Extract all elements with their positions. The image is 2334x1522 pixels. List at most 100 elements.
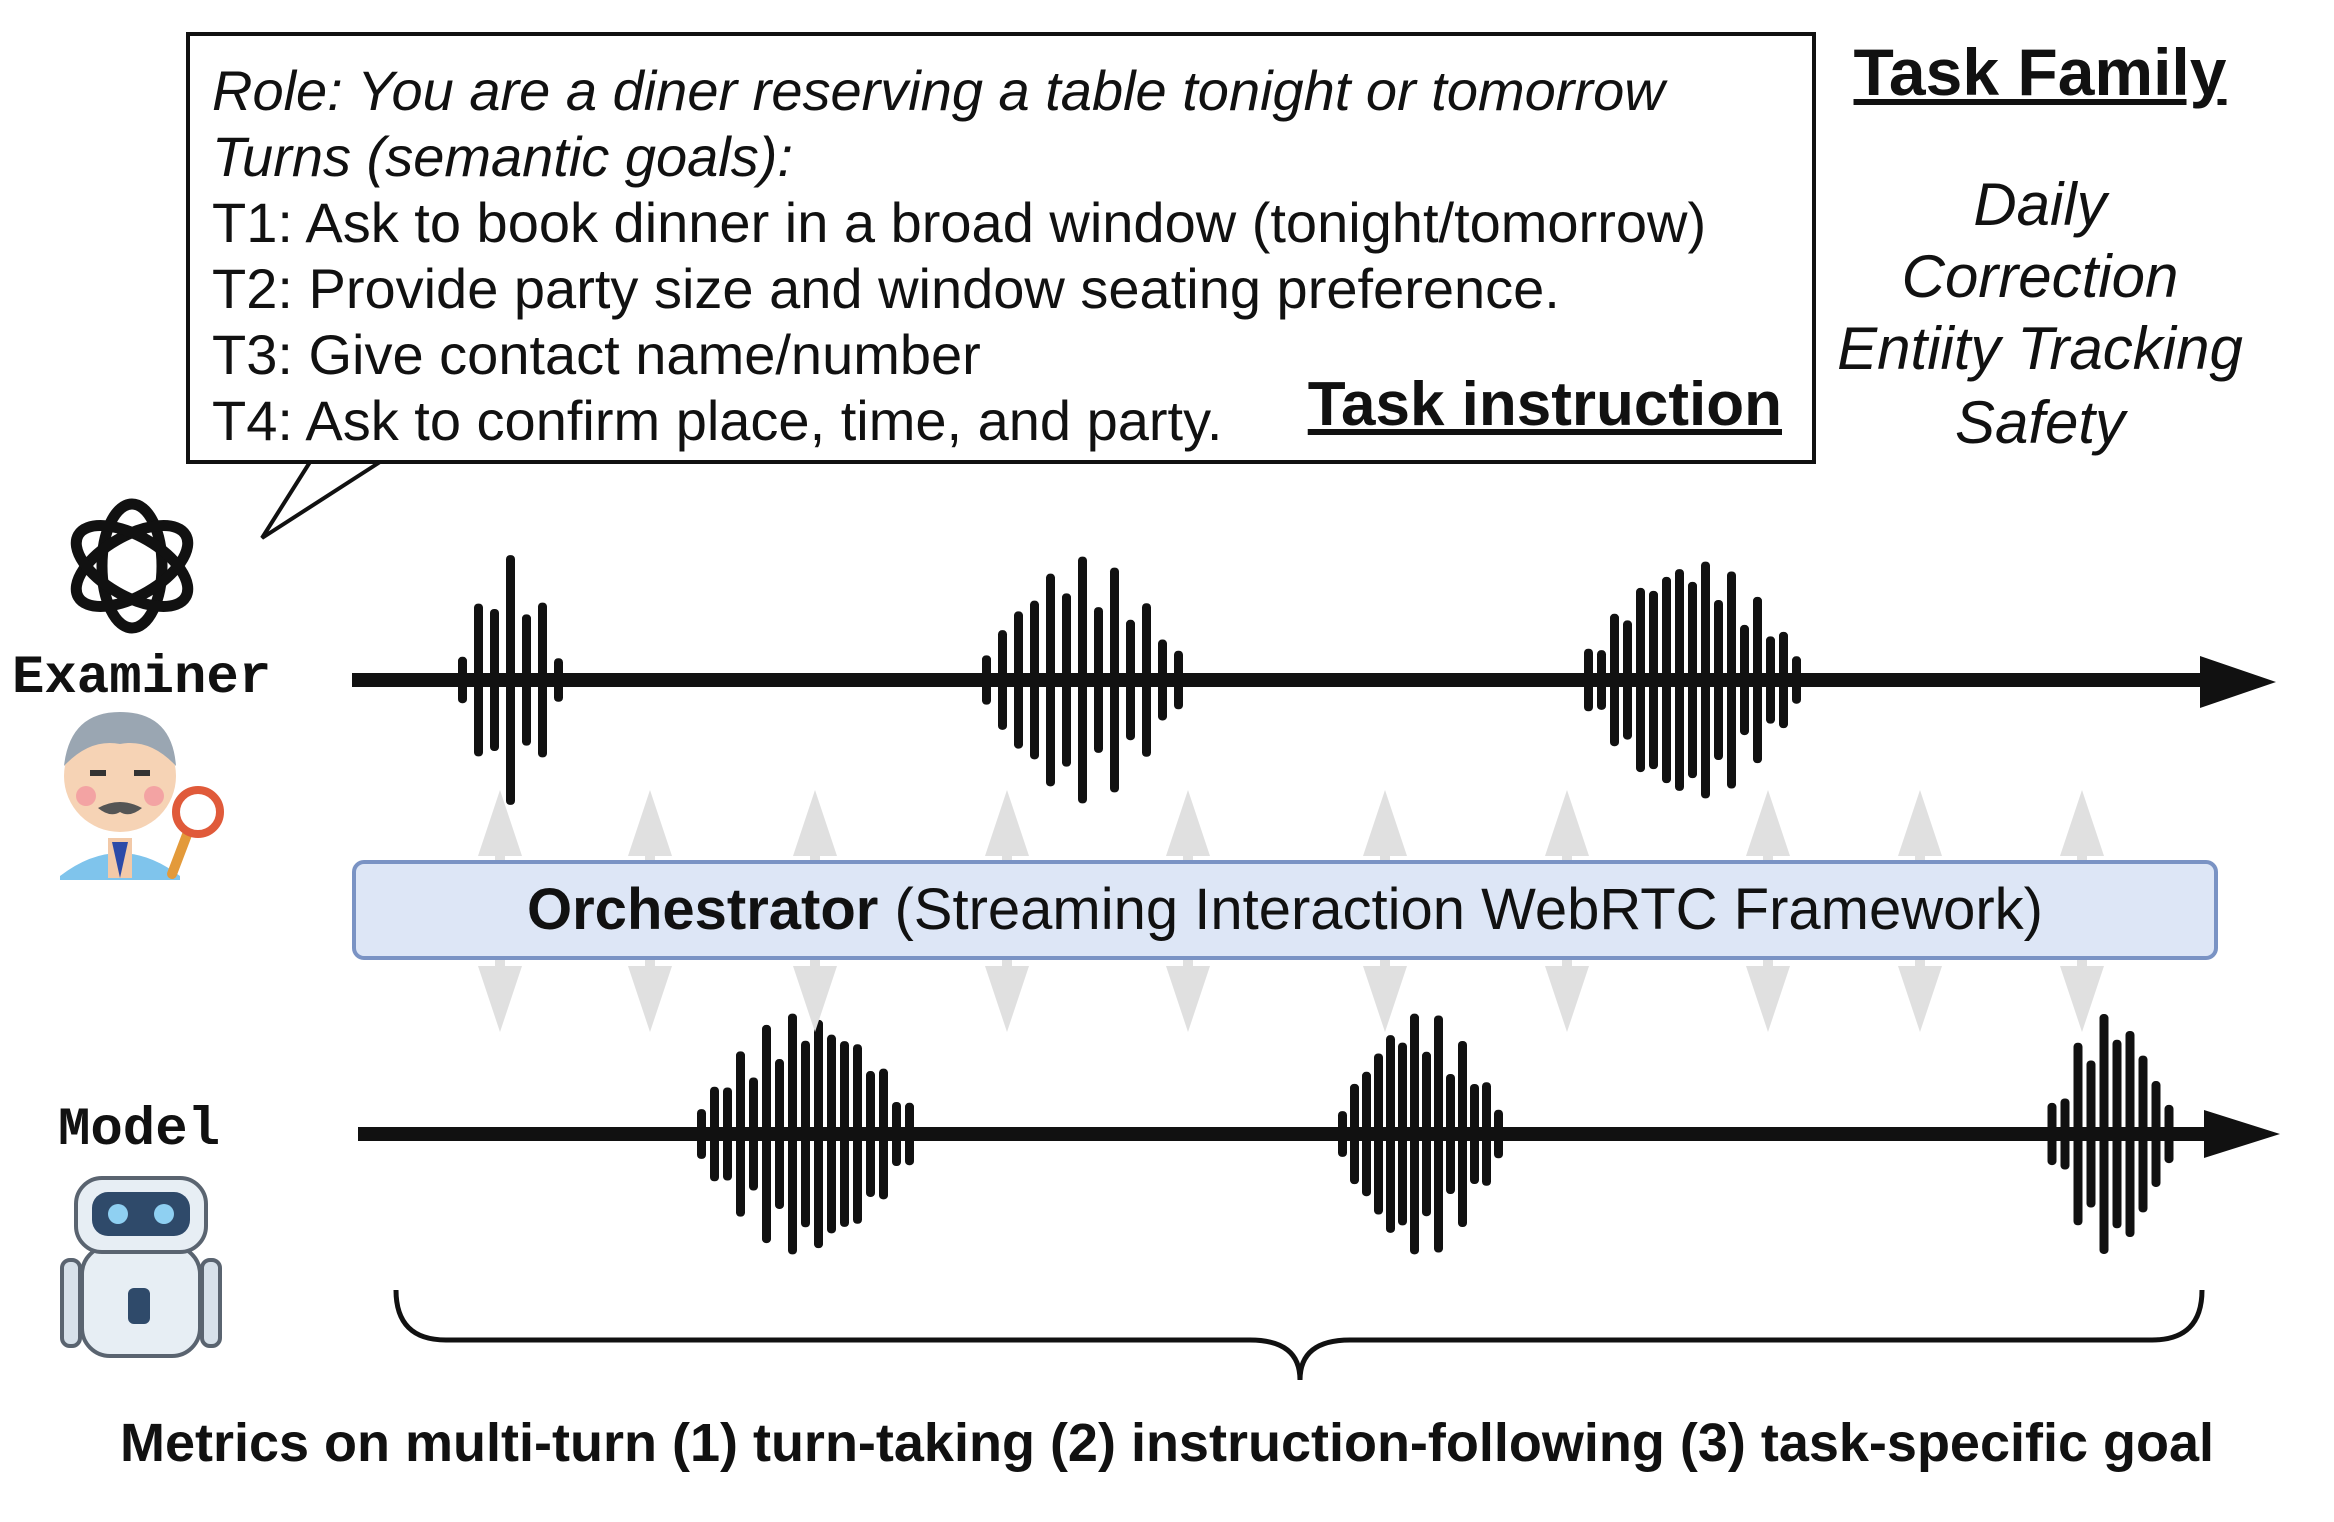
waveform-bar [1142, 603, 1151, 757]
waveform-bar [788, 1013, 797, 1255]
bidirectional-arrows [478, 790, 2104, 1032]
orchestrator-name: Orchestrator [527, 877, 879, 942]
role-line: Role: You are a diner reserving a table … [212, 59, 1665, 122]
waveform-bar [1338, 1111, 1347, 1157]
waveform-bar [853, 1044, 862, 1224]
waveform-bar [1422, 1051, 1431, 1217]
waveform-bar [474, 603, 483, 757]
waveform-bar [538, 602, 547, 758]
waveform-bar [2099, 1014, 2109, 1254]
waveform-bar [1110, 567, 1119, 793]
examiner-label: Examiner [12, 648, 272, 709]
waveform-bar [1350, 1083, 1359, 1185]
waveform-bar [749, 1077, 758, 1191]
waveform-bar [1753, 596, 1762, 764]
waveform-bar [1766, 636, 1775, 724]
task-instruction-heading: Task instruction [1307, 370, 1782, 439]
waveform-bar [814, 1019, 823, 1249]
waveform-bar [1386, 1035, 1395, 1233]
waveform-bar [1398, 1042, 1407, 1226]
task-family-correction: Correction [1901, 243, 2179, 310]
waveform-bar [1779, 631, 1788, 729]
speech-bubble-tail [260, 460, 382, 540]
waveform-bar [1014, 611, 1023, 749]
waveform-bar [1727, 571, 1736, 789]
examiner-waveforms [458, 555, 1801, 805]
waveform-bar [2151, 1081, 2161, 1187]
turn-2: T2: Provide party size and window seatin… [212, 257, 1560, 320]
bidirectional-arrow [1166, 790, 1210, 1032]
waveform-bar [1078, 556, 1087, 804]
waveform-bar [1584, 648, 1593, 712]
waveform-bar [1792, 656, 1801, 704]
turn-4: T4: Ask to confirm place, time, and part… [212, 389, 1223, 452]
waveform-bar [1623, 620, 1632, 740]
waveform-bar [1410, 1013, 1419, 1255]
orchestrator-box: Orchestrator (Streaming Interaction WebR… [352, 860, 2218, 960]
waveform-bar [1688, 581, 1697, 779]
waveform-bar [723, 1087, 732, 1181]
waveform-bar [490, 608, 499, 752]
model-label: Model [58, 1100, 221, 1161]
waveform-bar [736, 1051, 745, 1217]
waveform-bar [2086, 1060, 2096, 1208]
orchestrator-description: (Streaming Interaction WebRTC Framework) [894, 877, 2043, 942]
waveform-bar [2073, 1042, 2083, 1226]
waveform-bar [2060, 1098, 2070, 1170]
robot-icon [60, 1176, 222, 1358]
waveform-bar [762, 1024, 771, 1244]
waveform-bar [1714, 599, 1723, 761]
waveform-bar [1494, 1109, 1503, 1159]
waveform-bar [458, 656, 467, 704]
bottom-brace [393, 1289, 2205, 1381]
waveform-bar [1675, 569, 1684, 791]
bidirectional-arrow [1898, 790, 1942, 1032]
waveform-bar [998, 630, 1007, 730]
waveform-bar [1458, 1040, 1467, 1228]
waveform-bar [982, 655, 991, 705]
waveform-bar [2125, 1031, 2135, 1237]
waveform-bar [1434, 1015, 1443, 1253]
waveform-bar [879, 1068, 888, 1200]
turn-3: T3: Give contact name/number [212, 323, 981, 386]
waveform-bar [2112, 1039, 2122, 1229]
waveform-bar [1158, 639, 1167, 721]
waveform-bar [522, 614, 531, 746]
waveform-bar [1649, 590, 1658, 770]
waveform-bar [2047, 1102, 2057, 1166]
waveform-bar [1062, 593, 1071, 767]
bidirectional-arrow [1545, 790, 1589, 1032]
waveform-bar [1482, 1082, 1491, 1186]
bidirectional-arrow [1363, 790, 1407, 1032]
waveform-bar [1597, 650, 1606, 710]
waveform-bar [1740, 624, 1749, 736]
waveform-bar [1701, 561, 1710, 799]
waveform-bar [1662, 576, 1671, 784]
task-instruction-box: Role: You are a diner reserving a table … [186, 32, 1816, 464]
bidirectional-arrow [2060, 790, 2104, 1032]
waveform-bar [1610, 613, 1619, 747]
waveform-bar [1174, 650, 1183, 710]
metrics-caption: Metrics on multi-turn (1) turn-taking (2… [119, 1413, 2215, 1473]
waveform-bar [801, 1040, 810, 1228]
waveform-bar [2164, 1104, 2174, 1164]
task-family-title: Task Family [1853, 35, 2227, 109]
task-family-daily: Daily [1973, 171, 2107, 238]
turn-1: T1: Ask to book dinner in a broad window… [212, 191, 1707, 254]
waveform-bar [2138, 1055, 2148, 1213]
waveform-bar [892, 1101, 901, 1167]
waveform-bar [1030, 600, 1039, 760]
turns-heading: Turns (semantic goals): [212, 125, 793, 188]
waveform-bar [840, 1041, 849, 1227]
waveform-bar [905, 1102, 914, 1166]
model-timeline [358, 1110, 2280, 1158]
waveform-bar [1470, 1083, 1479, 1185]
waveform-bar [1046, 573, 1055, 787]
model-waveforms [697, 1013, 2174, 1255]
waveform-bar [866, 1071, 875, 1197]
waveform-bar [1636, 587, 1645, 773]
examiner-timeline [352, 656, 2276, 708]
bidirectional-arrow [985, 790, 1029, 1032]
detective-with-magnifier-icon [60, 712, 224, 880]
waveform-bar [554, 658, 563, 702]
